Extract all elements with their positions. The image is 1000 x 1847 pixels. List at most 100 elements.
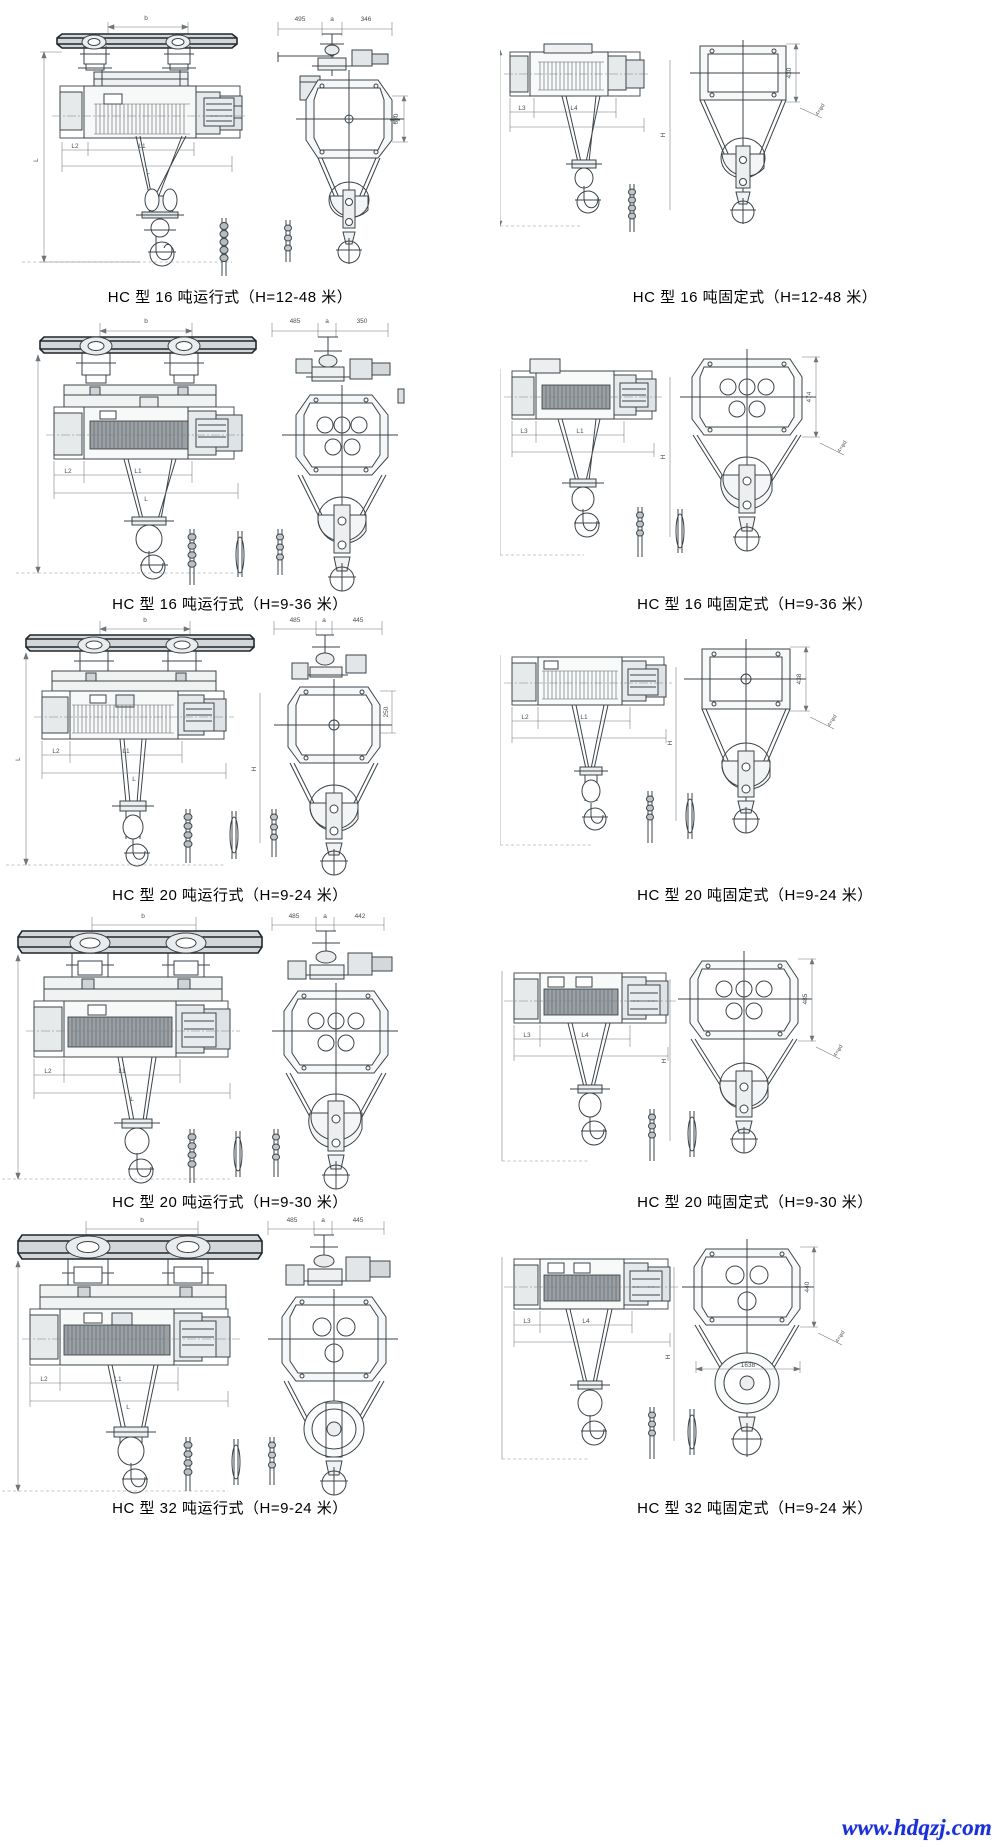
figure-caption: HC 型 20 吨固定式（H=9-24 米）	[637, 887, 873, 904]
svg-text:1638: 1638	[741, 1362, 756, 1369]
svg-text:4×φd: 4×φd	[837, 439, 849, 453]
svg-text:L1: L1	[122, 748, 130, 755]
svg-text:b: b	[140, 1217, 144, 1224]
svg-text:b: b	[144, 318, 148, 325]
figure-caption: HC 型 16 吨运行式（H=12-48 米）	[107, 289, 353, 306]
figure-caption: HC 型 20 吨固定式（H=9-30 米）	[637, 1193, 873, 1211]
technical-drawing-hc-16t-fixed-12-48: L3 L4	[500, 0, 1000, 290]
svg-text:b: b	[141, 913, 145, 920]
figure-row-4: b	[0, 905, 1000, 1212]
svg-text:350: 350	[357, 318, 368, 325]
svg-text:L: L	[126, 1404, 130, 1411]
technical-drawing-hc-20t-fixed-9-24: L2 L1	[500, 613, 1000, 888]
svg-text:430: 430	[786, 67, 793, 78]
svg-text:4×φd: 4×φd	[815, 103, 827, 117]
svg-text:438: 438	[796, 673, 803, 684]
svg-text:4×φd: 4×φd	[833, 1043, 845, 1057]
figure-cell-hc-20t-traveling-9-24: b	[0, 613, 500, 905]
svg-text:L2: L2	[521, 714, 529, 721]
figure-row-5: b	[0, 1211, 1000, 1518]
svg-text:L2: L2	[71, 143, 79, 150]
figure-cell-hc-20t-traveling-9-30: b	[0, 905, 500, 1212]
figure-cell-hc-20t-fixed-9-24: L2 L1	[500, 613, 1000, 905]
technical-drawing-hc-16t-traveling-9-36: b	[0, 307, 500, 597]
svg-text:L: L	[15, 757, 22, 761]
svg-text:L: L	[130, 1096, 134, 1103]
svg-text:a: a	[321, 1217, 325, 1224]
figure-caption: HC 型 20 吨运行式（H=9-30 米）	[112, 1193, 348, 1211]
svg-text:H: H	[661, 1058, 668, 1063]
svg-text:H: H	[251, 766, 258, 771]
svg-text:L4: L4	[570, 105, 578, 112]
svg-text:495: 495	[295, 16, 306, 23]
svg-text:445: 445	[353, 1217, 364, 1224]
svg-text:L1: L1	[138, 143, 146, 150]
figure-caption: HC 型 20 吨运行式（H=9-24 米）	[112, 887, 348, 904]
svg-text:485: 485	[289, 913, 300, 920]
svg-text:440: 440	[804, 1281, 811, 1292]
svg-text:L2: L2	[52, 748, 60, 755]
figure-row-3: b	[0, 613, 1000, 905]
figure-cell-hc-16t-traveling-9-36: b	[0, 307, 500, 614]
technical-drawing-hc-32t-fixed-9-24: L3 L4	[500, 1211, 1000, 1501]
figure-cell-hc-16t-fixed-9-36: L3 L1	[500, 307, 1000, 614]
svg-text:H: H	[660, 132, 667, 137]
svg-text:485: 485	[287, 1217, 298, 1224]
svg-text:b: b	[144, 15, 148, 22]
svg-text:H: H	[667, 740, 674, 745]
svg-text:L3: L3	[523, 1032, 531, 1039]
svg-text:L1: L1	[114, 1376, 122, 1383]
svg-text:485: 485	[290, 318, 301, 325]
svg-text:L1: L1	[576, 428, 584, 435]
svg-text:442: 442	[355, 913, 366, 920]
svg-text:L3: L3	[518, 105, 526, 112]
figure-caption: HC 型 16 吨固定式（H=9-36 米）	[637, 595, 873, 613]
svg-text:445: 445	[353, 617, 364, 624]
svg-text:L: L	[132, 776, 136, 783]
svg-text:L: L	[144, 496, 148, 503]
figure-cell-hc-20t-fixed-9-30: L3 L4	[500, 905, 1000, 1212]
svg-text:4×φd: 4×φd	[827, 714, 839, 728]
svg-text:4×φd: 4×φd	[835, 1330, 847, 1344]
svg-text:L4: L4	[582, 1318, 590, 1325]
svg-text:L1: L1	[580, 714, 588, 721]
technical-drawing-hc-20t-fixed-9-30: L3 L4	[500, 905, 1000, 1195]
svg-text:L: L	[146, 169, 150, 176]
svg-text:L1: L1	[118, 1068, 126, 1075]
svg-text:650: 650	[393, 113, 400, 124]
svg-text:485: 485	[290, 617, 301, 624]
figure-cell-hc-16t-traveling-12-48: b	[0, 0, 500, 307]
technical-drawing-hc-32t-traveling-9-24: b	[0, 1211, 500, 1501]
svg-text:485: 485	[802, 993, 809, 1004]
technical-drawing-hc-20t-traveling-9-24: b	[0, 613, 500, 888]
svg-text:a: a	[325, 318, 329, 325]
svg-text:346: 346	[361, 16, 372, 23]
svg-text:a: a	[330, 16, 334, 23]
svg-text:L: L	[33, 158, 40, 162]
svg-text:L1: L1	[134, 468, 142, 475]
figure-row-2: b	[0, 307, 1000, 614]
svg-text:L3: L3	[523, 1318, 531, 1325]
watermark-url: www.hdqzj.com	[842, 1815, 992, 1840]
svg-text:250: 250	[383, 706, 390, 717]
svg-text:H: H	[665, 1354, 672, 1359]
figure-caption: HC 型 16 吨运行式（H=9-36 米）	[112, 595, 348, 613]
technical-drawing-hc-16t-traveling-12-48: b	[0, 0, 500, 290]
figure-caption: HC 型 32 吨固定式（H=9-24 米）	[637, 1500, 873, 1517]
svg-text:L4: L4	[581, 1032, 589, 1039]
svg-text:L2: L2	[44, 1068, 52, 1075]
figure-cell-hc-16t-fixed-12-48: L3 L4	[500, 0, 1000, 307]
figure-caption: HC 型 32 吨运行式（H=9-24 米）	[112, 1500, 348, 1517]
figure-cell-hc-32t-fixed-9-24: L3 L4	[500, 1211, 1000, 1518]
figure-caption: HC 型 16 吨固定式（H=12-48 米）	[632, 289, 878, 306]
technical-drawing-hc-20t-traveling-9-30: b	[0, 905, 500, 1195]
figure-row-1: b	[0, 0, 1000, 307]
svg-text:L2: L2	[64, 468, 72, 475]
svg-text:a: a	[323, 913, 327, 920]
svg-text:474: 474	[806, 391, 813, 402]
svg-text:H: H	[660, 454, 667, 459]
svg-text:a: a	[322, 617, 326, 624]
svg-text:L2: L2	[40, 1376, 48, 1383]
svg-text:b: b	[143, 617, 147, 624]
